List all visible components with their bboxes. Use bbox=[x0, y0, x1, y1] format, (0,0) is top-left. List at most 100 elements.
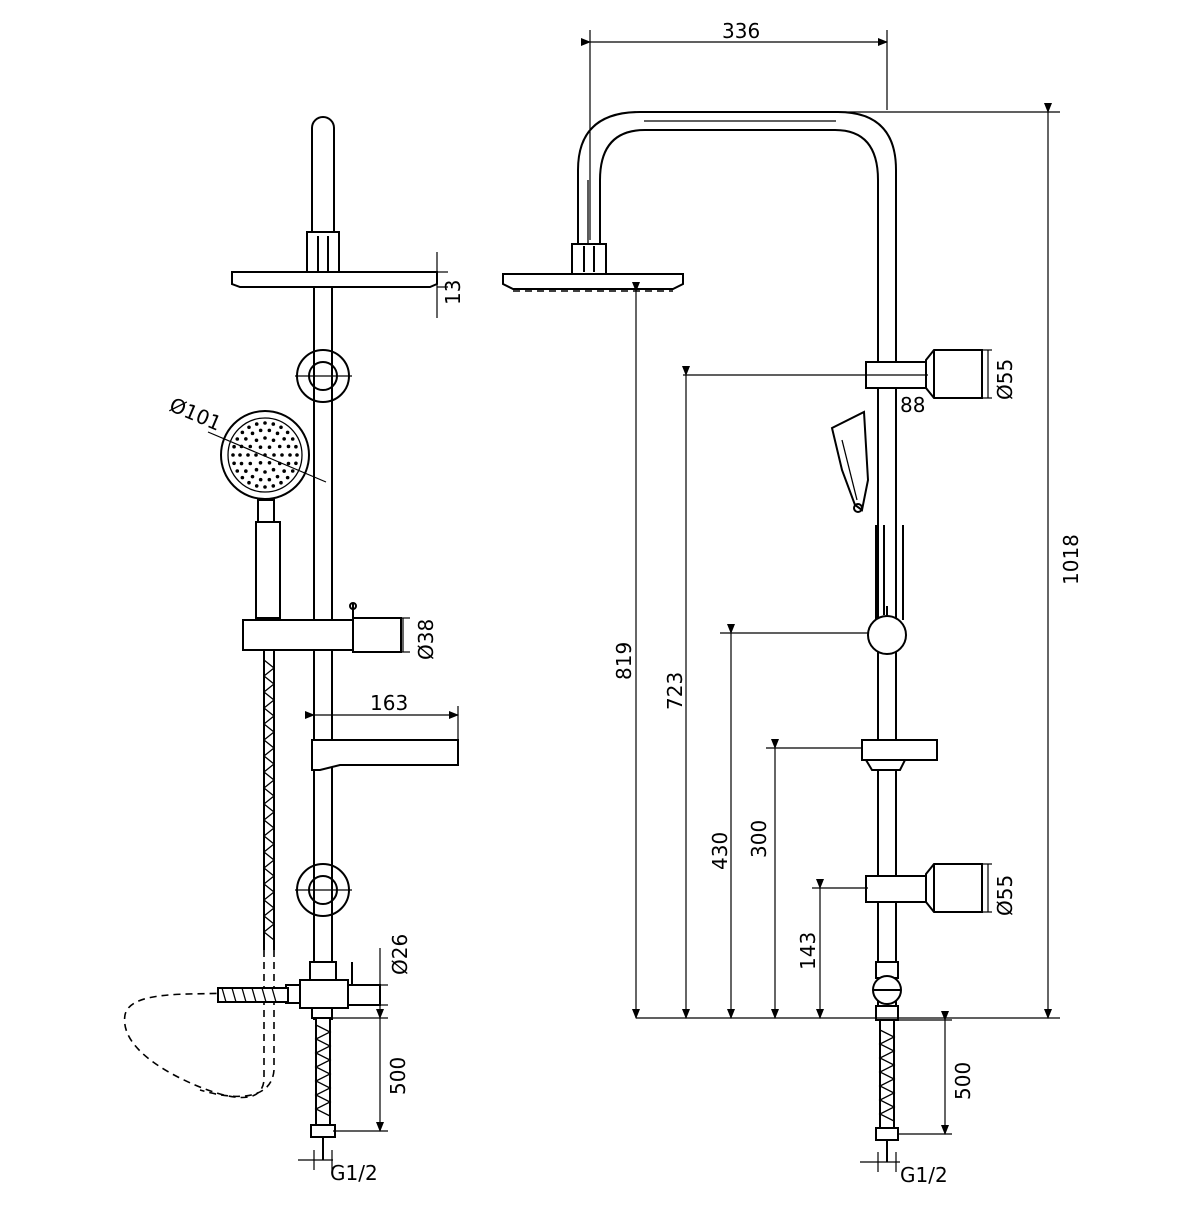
nozzle-dot bbox=[235, 469, 240, 473]
label-head-height: 819 bbox=[612, 642, 636, 680]
side-wall-bracket-lower bbox=[295, 863, 352, 917]
nozzle-dot bbox=[263, 470, 267, 474]
label-front-hose-length: 500 bbox=[951, 1062, 975, 1100]
label-lower-bracket-height: 143 bbox=[796, 932, 820, 970]
nozzle-dot bbox=[248, 444, 253, 449]
label-slider-diameter: Ø38 bbox=[414, 619, 438, 660]
nozzle-dot bbox=[254, 453, 258, 457]
nozzle-dot bbox=[258, 477, 263, 482]
nozzle-dot bbox=[272, 453, 276, 457]
nozzle-dot bbox=[285, 430, 290, 435]
dim-front-hose-length: 500 bbox=[898, 1011, 975, 1135]
nozzle-dot bbox=[294, 444, 298, 449]
label-upper-bracket-projection: 88 bbox=[900, 393, 925, 417]
dim-head-height: 819 bbox=[612, 282, 640, 1019]
side-inlet-hose bbox=[310, 1018, 336, 1160]
nozzle-dot bbox=[282, 437, 286, 441]
dim-head-thickness: 13 bbox=[436, 252, 465, 318]
nozzle-dot bbox=[231, 453, 235, 457]
nozzle-dot bbox=[244, 469, 248, 473]
dim-side-thread: G1/2 bbox=[298, 1150, 378, 1185]
label-side-hose-length: 500 bbox=[386, 1057, 410, 1095]
front-hose bbox=[875, 525, 904, 620]
front-upper-bracket bbox=[865, 349, 983, 399]
dim-diverter-diameter: Ø26 bbox=[379, 934, 412, 1010]
front-slider bbox=[867, 606, 907, 655]
dim-slider-height: 430 bbox=[708, 624, 868, 1019]
dim-shelf-length: 163 bbox=[305, 691, 459, 740]
dim-slider-diameter: Ø38 bbox=[401, 617, 438, 660]
nozzle-dot bbox=[279, 425, 283, 430]
label-upper-bracket-diameter: Ø55 bbox=[993, 359, 1017, 400]
dim-side-hose-length: 500 bbox=[333, 1009, 410, 1132]
dim-shelf-height: 300 bbox=[747, 739, 862, 1019]
nozzle-dot bbox=[286, 444, 291, 449]
nozzle-dot bbox=[250, 474, 255, 479]
nozzle-dot bbox=[280, 453, 284, 457]
nozzle-dot bbox=[290, 469, 295, 473]
nozzle-dot bbox=[246, 453, 250, 457]
nozzle-dot bbox=[286, 461, 291, 466]
label-head-thickness: 13 bbox=[441, 280, 465, 305]
nozzle-dot bbox=[271, 467, 276, 472]
label-arm-reach: 336 bbox=[722, 19, 760, 43]
nozzle-dot bbox=[263, 421, 267, 425]
label-diverter-diameter: Ø26 bbox=[388, 934, 412, 975]
dim-upper-bracket-height: 723 88 bbox=[663, 366, 928, 1019]
label-front-thread: G1/2 bbox=[900, 1163, 948, 1187]
nozzle-dot bbox=[232, 444, 236, 449]
nozzle-dot bbox=[271, 484, 276, 488]
nozzle-dot bbox=[279, 480, 283, 485]
nozzle-dot bbox=[240, 430, 245, 435]
label-slider-height: 430 bbox=[708, 832, 732, 870]
nozzle-dot bbox=[239, 461, 244, 466]
nozzle-dot bbox=[258, 428, 263, 433]
label-shelf-height: 300 bbox=[747, 820, 771, 858]
nozzle-dot bbox=[263, 485, 267, 489]
label-hand-shower-diameter: Ø101 bbox=[166, 393, 225, 436]
nozzle-dot bbox=[254, 467, 259, 472]
dim-arm-reach: 336 bbox=[581, 19, 888, 240]
label-shelf-length: 163 bbox=[370, 691, 408, 715]
dim-lower-bracket-diameter: Ø55 bbox=[982, 863, 1017, 916]
side-hand-shower bbox=[220, 410, 310, 619]
nozzle-dot bbox=[275, 431, 280, 436]
nozzle-dot bbox=[277, 444, 282, 449]
hand-shower-nozzles bbox=[231, 421, 299, 489]
nozzle-dot bbox=[271, 422, 276, 426]
front-riser-arm bbox=[577, 111, 897, 1010]
nozzle-dot bbox=[247, 480, 251, 485]
nozzle-dot bbox=[254, 438, 259, 443]
side-wall-bracket-upper bbox=[295, 349, 352, 403]
side-flex-hose bbox=[123, 650, 289, 1099]
side-overhead-head bbox=[231, 231, 438, 288]
front-overhead-head bbox=[502, 243, 684, 292]
front-hand-shower bbox=[830, 410, 870, 513]
nozzle-dot bbox=[263, 436, 267, 440]
nozzle-dot bbox=[267, 460, 272, 465]
front-lower-bracket bbox=[865, 863, 983, 913]
dim-lower-bracket-height: 143 bbox=[796, 879, 868, 1019]
nozzle-dot bbox=[235, 437, 240, 441]
nozzle-dot bbox=[285, 475, 290, 480]
label-lower-bracket-diameter: Ø55 bbox=[993, 875, 1017, 916]
label-upper-bracket-height: 723 bbox=[663, 672, 687, 710]
front-view: 336 1018 819 723 88 Ø55 bbox=[502, 19, 1083, 1187]
nozzle-dot bbox=[267, 428, 272, 433]
nozzle-dot bbox=[267, 445, 272, 450]
nozzle-dot bbox=[288, 453, 292, 457]
nozzle-dot bbox=[254, 484, 259, 488]
dim-upper-bracket-diameter: Ø55 bbox=[982, 349, 1017, 400]
nozzle-dot bbox=[248, 461, 253, 466]
nozzle-dot bbox=[238, 453, 242, 457]
side-diverter bbox=[285, 961, 381, 1019]
nozzle-dot bbox=[232, 461, 236, 466]
nozzle-dot bbox=[250, 431, 255, 436]
front-diverter bbox=[872, 961, 902, 1021]
nozzle-dot bbox=[240, 475, 245, 480]
nozzle-dot bbox=[282, 469, 286, 473]
dim-front-thread: G1/2 bbox=[860, 1152, 948, 1187]
nozzle-dot bbox=[275, 474, 280, 479]
